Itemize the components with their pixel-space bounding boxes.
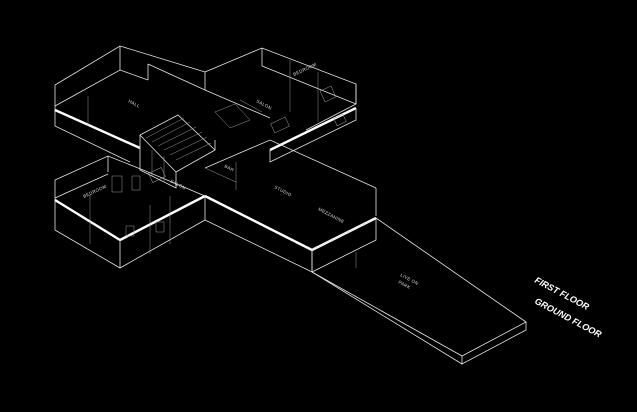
park-deck	[311, 217, 527, 365]
staircase	[139, 114, 216, 189]
central-spine	[147, 139, 377, 273]
left-wing	[54, 155, 206, 269]
ground-floor-label: GROUND FLOOR	[533, 296, 603, 340]
room-label-salon-top: SALON	[256, 98, 273, 110]
room-label-hall: HALL	[128, 98, 142, 108]
room-label-bedroom-top: BEDROOM	[292, 62, 317, 77]
room-label-salon-left: SALON	[170, 178, 187, 190]
room-label-bedroom-left: BEDROOM	[82, 184, 107, 199]
right-wing	[204, 47, 357, 163]
room-label-mezzanine: MEZZANINE	[318, 206, 346, 224]
room-label-park: PARK	[398, 279, 412, 290]
hall-wing	[54, 45, 206, 163]
room-label-bar: BAR	[224, 163, 236, 172]
room-label-studio: STUDIO	[274, 184, 293, 197]
